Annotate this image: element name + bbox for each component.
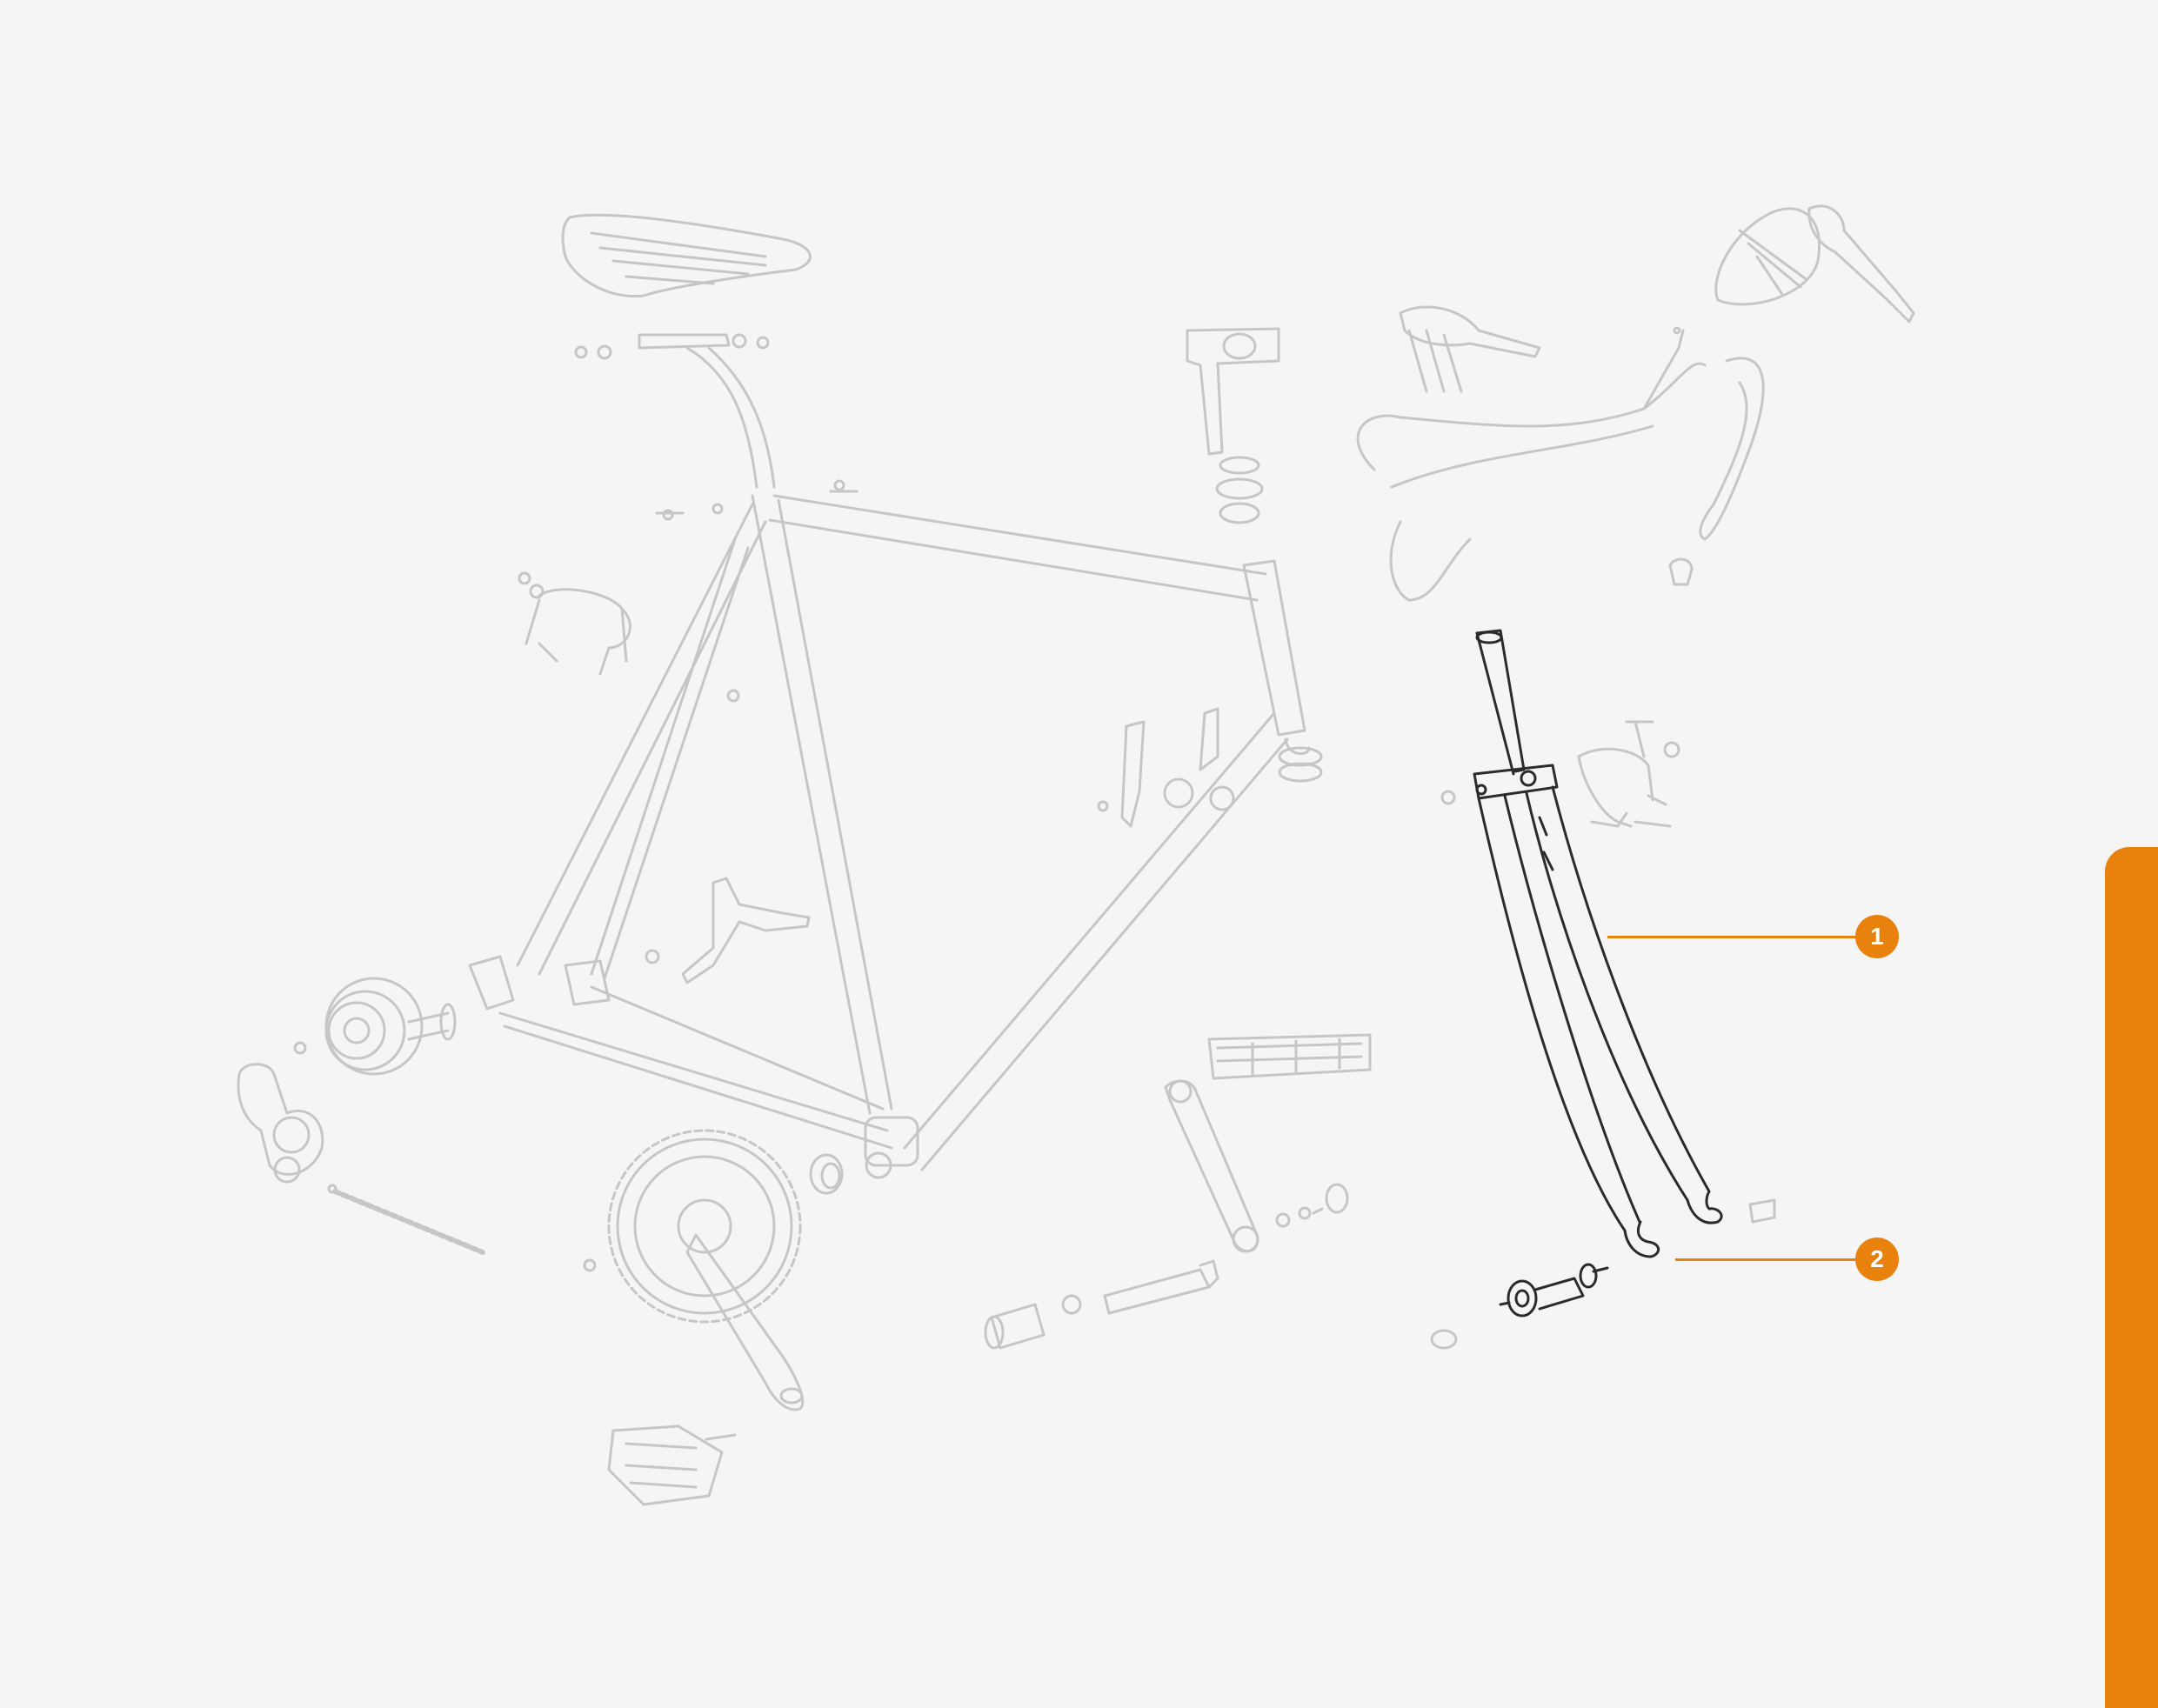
saddle (561, 213, 812, 298)
callout-1-badge[interactable]: 1 (1855, 915, 1899, 958)
callout-2-leader (1675, 1258, 1861, 1261)
side-tab-marker (2105, 847, 2158, 1708)
small-bolts (293, 479, 1109, 1272)
stem-headset (1186, 327, 1323, 783)
callout-2-label: 2 (1870, 1245, 1884, 1272)
handlebar (1356, 204, 1915, 602)
cassette (324, 977, 457, 1076)
callout-1-leader (1607, 936, 1861, 938)
pedal-right (1207, 1033, 1372, 1080)
front-hub (1499, 1263, 1609, 1318)
callout-1-label: 1 (1870, 923, 1884, 950)
front-brake (1577, 720, 1680, 828)
bottom-bracket-cup (809, 1153, 844, 1195)
fork (1473, 629, 1711, 1232)
rear-derailleur (237, 1063, 324, 1184)
cable-guides (1120, 707, 1235, 828)
chainrings-crank (607, 1129, 805, 1411)
front-derailleur (645, 877, 811, 984)
fork-dropout (1623, 1190, 1723, 1258)
rear-brake (518, 571, 631, 676)
crank-arm-right (1164, 1079, 1259, 1253)
pedal-left (607, 1424, 737, 1506)
front-small-parts (1430, 790, 1776, 1350)
callout-2-badge[interactable]: 2 (1855, 1238, 1899, 1281)
frame (468, 494, 1315, 1179)
chain (327, 1184, 485, 1255)
bb-spindle (984, 1183, 1349, 1350)
seatpost (574, 333, 776, 489)
